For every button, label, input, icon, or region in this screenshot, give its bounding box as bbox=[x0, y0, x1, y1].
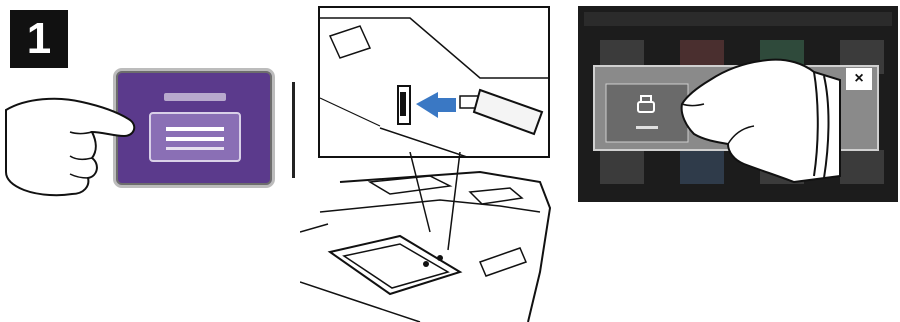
usb-port-closeup bbox=[318, 6, 550, 158]
insert-arrow-icon bbox=[416, 92, 456, 118]
step-number-badge: 1 bbox=[10, 10, 68, 68]
usb-port-illustration bbox=[320, 8, 548, 156]
hand-pointer-icon bbox=[0, 80, 140, 280]
hand-pointer-icon bbox=[578, 6, 898, 202]
usb-stick-icon bbox=[460, 90, 542, 134]
touchscreen-photo: × bbox=[578, 6, 898, 202]
printer-illustration bbox=[300, 152, 560, 322]
step-divider bbox=[292, 82, 295, 178]
